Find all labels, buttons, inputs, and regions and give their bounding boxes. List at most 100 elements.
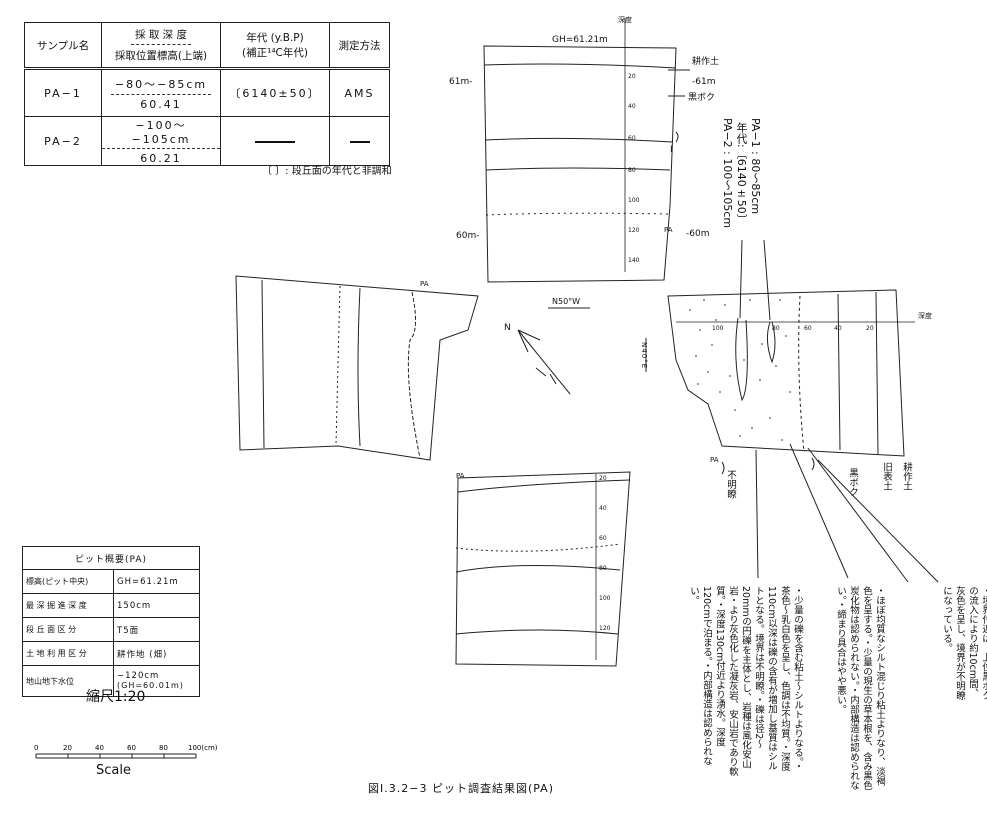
scale-tick: 0 bbox=[34, 744, 38, 752]
elevation-61-left: 61m- bbox=[449, 77, 472, 87]
scale-tick: 20 bbox=[63, 744, 72, 752]
pit-key: 地山地下水位 bbox=[22, 665, 114, 697]
row-name: PA−1 bbox=[24, 67, 102, 117]
header-depth-top: 採 取 深 度 bbox=[130, 27, 191, 45]
depth-tick: 60 bbox=[599, 535, 607, 542]
pit-value-line2: (GH=60.01m) bbox=[117, 681, 184, 690]
leader-line bbox=[739, 239, 743, 319]
pit-summary-table: ピット概要(PA) 標高(ピット中央)GH=61.21m 最 深 掘 進 深 度… bbox=[22, 546, 200, 697]
side-label: 耕作土 bbox=[901, 462, 912, 491]
compass-north: N bbox=[504, 323, 511, 333]
header-age-top: 年代 (y.B.P) bbox=[246, 32, 304, 44]
row-method: AMS bbox=[329, 67, 390, 117]
header-age: 年代 (y.B.P) (補正¹⁴C年代) bbox=[220, 22, 330, 69]
row-age-dash bbox=[220, 116, 330, 166]
bracket-mark bbox=[675, 131, 679, 143]
compass-line bbox=[517, 329, 529, 353]
scale-tick: 60 bbox=[127, 744, 136, 752]
south-wall-outline bbox=[455, 471, 631, 667]
table-note: 〔 〕: 段丘面の年代と非調和 bbox=[262, 166, 392, 177]
depth-tick: 120 bbox=[628, 227, 640, 234]
leader-line bbox=[755, 449, 759, 579]
depth-tick: 20 bbox=[599, 475, 607, 482]
bracket-mark bbox=[721, 461, 725, 475]
header-depth: 採 取 深 度 採取位置標高(上端) bbox=[101, 22, 221, 69]
table-row: PA−1 −80〜−85cm 60.41 〔6140±50〕 AMS bbox=[24, 67, 390, 117]
header-sample-name: サンプル名 bbox=[24, 22, 102, 69]
layer-label-kosakudo: 耕作土 bbox=[692, 55, 719, 67]
scale-tick: 100(cm) bbox=[188, 744, 218, 752]
row-age: 〔6140±50〕 bbox=[220, 67, 330, 117]
layer-boundary bbox=[837, 293, 841, 451]
header-method: 測定方法 bbox=[329, 22, 390, 69]
layer-boundary-dashed bbox=[407, 291, 421, 459]
pit-summary-title: ピット概要(PA) bbox=[22, 546, 200, 570]
layer-boundary-dotted bbox=[455, 543, 621, 552]
pa-mark-left: PA bbox=[420, 280, 429, 288]
pit-value: GH=61.21m bbox=[113, 569, 200, 594]
layer-label-kuroboku: 黒ボク bbox=[688, 92, 715, 103]
elevation-60-left: 60m- bbox=[456, 231, 479, 241]
depth-tick: 120 bbox=[599, 625, 611, 632]
table-row: PA−2 −100〜−105cm 60.21 bbox=[24, 116, 390, 166]
bracket-mark bbox=[811, 457, 815, 471]
row-name: PA−2 bbox=[24, 116, 102, 166]
layer-boundary-dotted bbox=[485, 212, 669, 216]
leader-line bbox=[807, 447, 909, 583]
layer-boundary bbox=[455, 629, 619, 635]
pa-mark: PA bbox=[664, 226, 673, 234]
depth-tick: 60 bbox=[628, 135, 636, 142]
pit-value: −120cm(GH=60.01m) bbox=[113, 665, 200, 697]
depth-tick: 40 bbox=[628, 103, 636, 110]
description-layer-upper: ・ほぼ均質なシルト混じり粘土よりなり、淡褐色を呈する。・少量の現生の草本根を、含… bbox=[835, 586, 885, 791]
sample-label-pa2: PA−2 : 100〜105cm bbox=[721, 118, 734, 229]
sample-pocket bbox=[735, 317, 748, 402]
layer-boundary-dotted bbox=[335, 285, 341, 445]
scale-tick: 80 bbox=[159, 744, 168, 752]
pit-key: 最 深 掘 進 深 度 bbox=[22, 593, 114, 618]
leader-line bbox=[789, 443, 849, 579]
table-row: 地山地下水位−120cm(GH=60.01m) bbox=[22, 665, 200, 697]
elevation-61-right: -61m bbox=[692, 77, 715, 87]
row-depth-range: −100〜−105cm bbox=[102, 117, 220, 149]
pit-value: T5面 bbox=[113, 617, 200, 642]
depth-tick: 40 bbox=[834, 325, 842, 332]
east-wall-outline bbox=[667, 289, 905, 457]
table-row: 土 地 利 用 区 分耕作地 (畑) bbox=[22, 641, 200, 666]
leader-line bbox=[763, 239, 771, 321]
sample-pocket bbox=[766, 321, 776, 364]
scale-title: 縮尺1:20 bbox=[86, 689, 146, 705]
header-depth-bottom: 採取位置標高(上端) bbox=[114, 50, 208, 62]
layer-mark-i: I bbox=[670, 145, 673, 155]
pa-mark-south: PA bbox=[710, 456, 719, 464]
pit-value: 150cm bbox=[113, 593, 200, 618]
row-depth: −80〜−85cm 60.41 bbox=[101, 67, 221, 117]
layer-boundary bbox=[483, 63, 677, 69]
side-label: 不明瞭 bbox=[725, 470, 736, 499]
depth-label-right: 深度 bbox=[918, 311, 932, 320]
dash-mark bbox=[349, 140, 370, 143]
pa-mark-bottom: PA bbox=[456, 472, 465, 480]
depth-tick: 140 bbox=[628, 257, 640, 264]
depth-tick: 40 bbox=[599, 505, 607, 512]
sample-label-pa1-age: 年代:〔6140±50〕 bbox=[735, 122, 748, 225]
layer-boundary bbox=[261, 279, 265, 449]
depth-tick: 100 bbox=[628, 197, 640, 204]
layer-boundary bbox=[455, 564, 621, 573]
compass-line bbox=[517, 329, 541, 341]
elevation-60-right: -60m bbox=[686, 229, 709, 239]
side-label: 旧表土 bbox=[881, 462, 892, 491]
depth-tick: 80 bbox=[599, 565, 607, 572]
row-depth-range: −80〜−85cm bbox=[110, 76, 212, 95]
north-wall-outline bbox=[483, 45, 677, 283]
gh-label: GH=61.21m bbox=[552, 35, 608, 45]
layer-boundary-dotted bbox=[798, 295, 805, 453]
depth-tick: 100 bbox=[712, 325, 724, 332]
direction-n40e: N40°E bbox=[640, 342, 648, 370]
description-layer-lower: ・少量の礫を含む粘土〜シルトよりなる。・茶色〜乳白色を呈し、色調は不均質。・深度… bbox=[688, 586, 803, 776]
layer-boundary bbox=[457, 479, 631, 493]
layer-boundary bbox=[484, 137, 673, 143]
depth-label: 深度 bbox=[618, 15, 632, 24]
